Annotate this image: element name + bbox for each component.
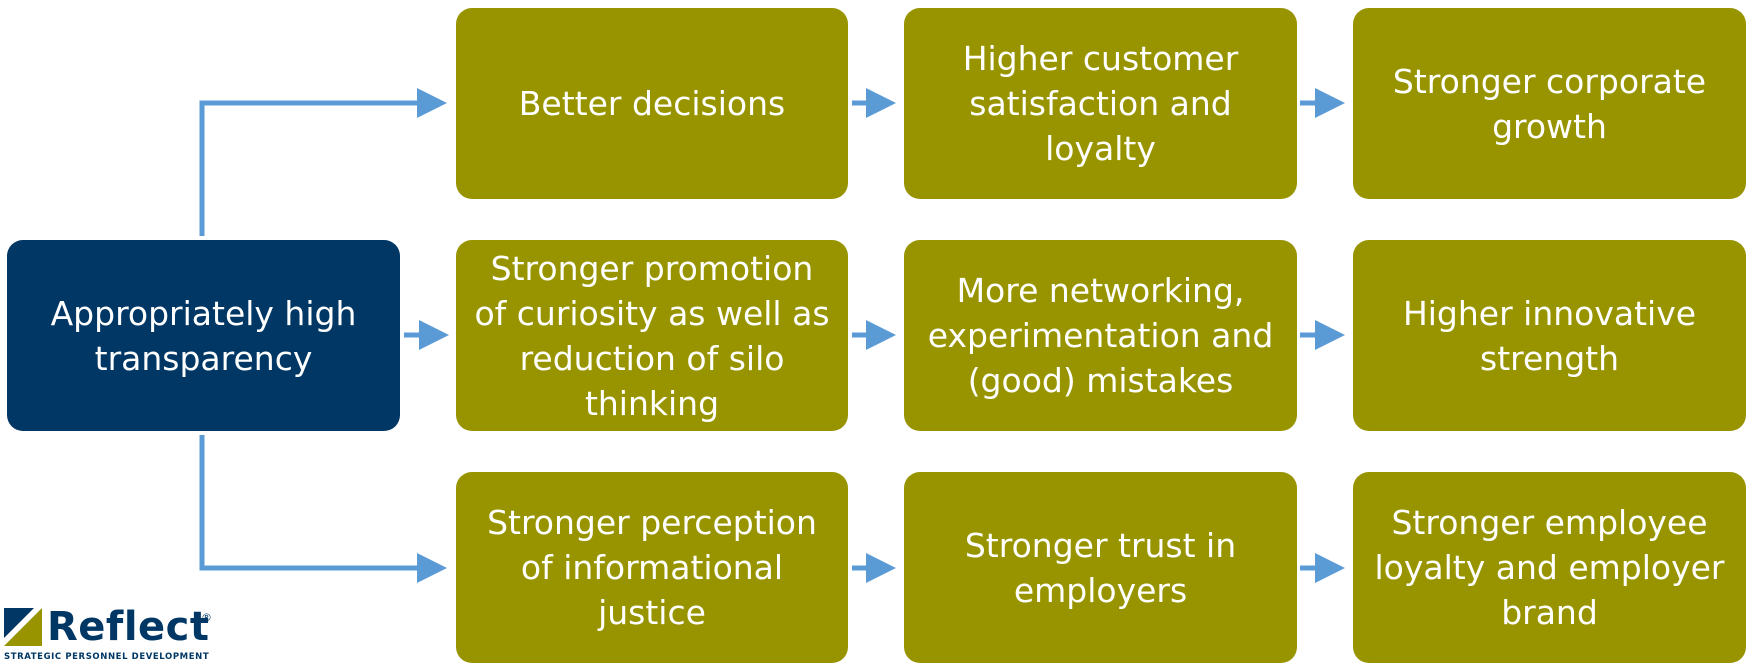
row2-step3-box: Higher innovative strength bbox=[1353, 240, 1746, 431]
row3-step2-box: Stronger trust in employers bbox=[904, 472, 1297, 663]
row2-step2-label: More networking, experimentation and (go… bbox=[927, 271, 1274, 400]
row3-step1-label: Stronger perception of informational jus… bbox=[487, 503, 817, 632]
row1-step3-box: Stronger corporate growth bbox=[1353, 8, 1746, 199]
root-label: Appropriately high transparency bbox=[50, 293, 357, 378]
arrow-root-to-row1 bbox=[199, 88, 447, 236]
row3-step3-label: Stronger employee loyalty and employer b… bbox=[1374, 503, 1725, 632]
row3-step2-label: Stronger trust in employers bbox=[964, 525, 1237, 610]
reflect-logo: Reflect ® STRATEGIC PERSONNEL DEVELOPMEN… bbox=[4, 604, 214, 664]
row1-step2-label: Higher customer satisfaction and loyalty bbox=[962, 39, 1239, 168]
row3-step1-box: Stronger perception of informational jus… bbox=[456, 472, 848, 663]
logo-registered-mark: ® bbox=[201, 611, 212, 624]
logo-tagline: STRATEGIC PERSONNEL DEVELOPMENT bbox=[4, 652, 210, 662]
reflect-logo-mark-icon bbox=[4, 608, 42, 646]
row2-step2-box: More networking, experimentation and (go… bbox=[904, 240, 1297, 431]
row1-step2-box: Higher customer satisfaction and loyalty bbox=[904, 8, 1297, 199]
row1-step1-label: Better decisions bbox=[518, 84, 786, 123]
arrow-root-to-row3 bbox=[199, 435, 447, 583]
root-box: Appropriately high transparency bbox=[7, 240, 400, 431]
row3-step3-box: Stronger employee loyalty and employer b… bbox=[1353, 472, 1746, 663]
row2-step1-box: Stronger promotion of curiosity as well … bbox=[456, 240, 848, 431]
row2-step3-label: Higher innovative strength bbox=[1402, 293, 1697, 378]
row1-step1-box: Better decisions bbox=[456, 8, 848, 199]
logo-wordmark: Reflect bbox=[47, 604, 210, 650]
row2-step1-label: Stronger promotion of curiosity as well … bbox=[474, 248, 830, 423]
row1-step3-label: Stronger corporate growth bbox=[1392, 61, 1707, 146]
